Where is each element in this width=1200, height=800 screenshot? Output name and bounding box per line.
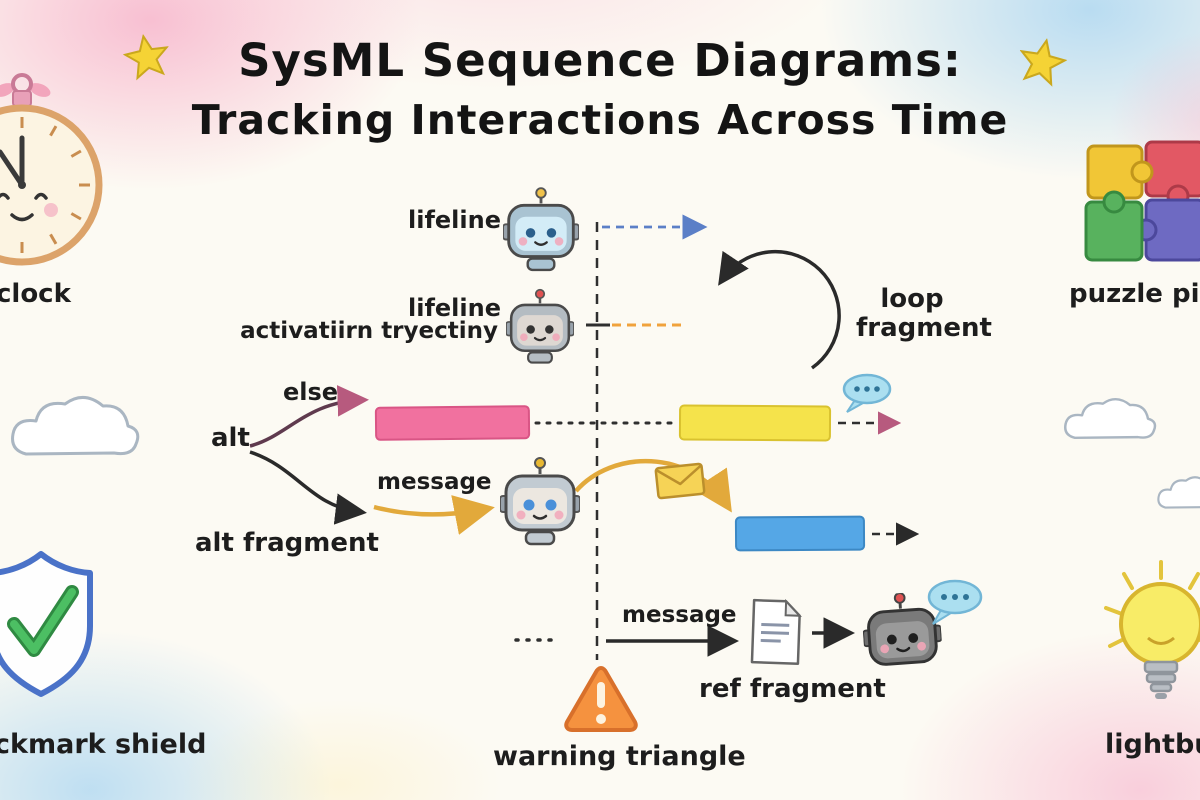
puzzle-pieces-icon bbox=[1084, 136, 1200, 268]
loop-fragment-label: loop fragment bbox=[856, 284, 992, 343]
envelope-yellow-arc-arrow bbox=[574, 458, 732, 513]
ref-fragment-label: ref fragment bbox=[699, 674, 886, 704]
envelope-icon bbox=[653, 458, 707, 503]
page-title-line1: SysML Sequence Diagrams: bbox=[238, 34, 962, 87]
robot-lifeline-mid-icon bbox=[505, 288, 575, 366]
robot-ref-icon bbox=[860, 590, 943, 671]
message-fragment-bar bbox=[734, 515, 866, 552]
activation-trajectory-label: activatiirn tryectiny bbox=[240, 318, 498, 344]
warning-triangle-icon bbox=[562, 662, 640, 734]
else-label: else bbox=[283, 378, 339, 406]
warning-triangle-label: warning triangle bbox=[493, 741, 746, 772]
page-title-line2: Tracking Interactions Across Time bbox=[191, 96, 1009, 144]
lightbulb-icon bbox=[1098, 558, 1200, 708]
message-upper-label: message bbox=[377, 469, 492, 495]
alt-fragment-label: alt fragment bbox=[195, 528, 379, 558]
star-left-icon bbox=[120, 30, 173, 83]
checkmark-shield-icon bbox=[0, 548, 96, 698]
shield-label: ckmark shield bbox=[0, 729, 207, 760]
alt-fork-lower-arrow bbox=[249, 450, 367, 525]
cloud-left-icon bbox=[8, 384, 142, 466]
cloud-right-icon bbox=[1062, 390, 1158, 446]
speech-bubble-loop-icon bbox=[841, 372, 893, 416]
message-lower-label: message bbox=[622, 602, 737, 628]
document-icon bbox=[746, 596, 808, 670]
loop-circular-arrow bbox=[718, 250, 841, 370]
alt-label: alt bbox=[211, 423, 250, 453]
loop-word: loop bbox=[880, 284, 944, 314]
robot-message-icon bbox=[499, 456, 581, 548]
loop-fragment-bar bbox=[678, 404, 832, 442]
robot-lifeline-top-icon bbox=[502, 186, 580, 274]
lifeline-mid-label: lifeline bbox=[408, 294, 501, 322]
puzzle-label: puzzle pie bbox=[1069, 279, 1200, 309]
speech-bubble-ref-icon bbox=[925, 578, 983, 626]
cloud-small-icon bbox=[1156, 470, 1200, 514]
message-yellow-arrow bbox=[373, 495, 495, 535]
clock-label: clock bbox=[0, 279, 71, 309]
alt-fork-upper-arrow bbox=[249, 385, 369, 448]
lightbulb-label: lightbu bbox=[1105, 729, 1200, 760]
star-right-icon bbox=[1014, 34, 1071, 91]
lifeline-top-label: lifeline bbox=[408, 206, 501, 234]
else-fragment-bar bbox=[374, 405, 531, 441]
fragment-word: fragment bbox=[856, 313, 992, 344]
clock-icon bbox=[0, 64, 110, 274]
